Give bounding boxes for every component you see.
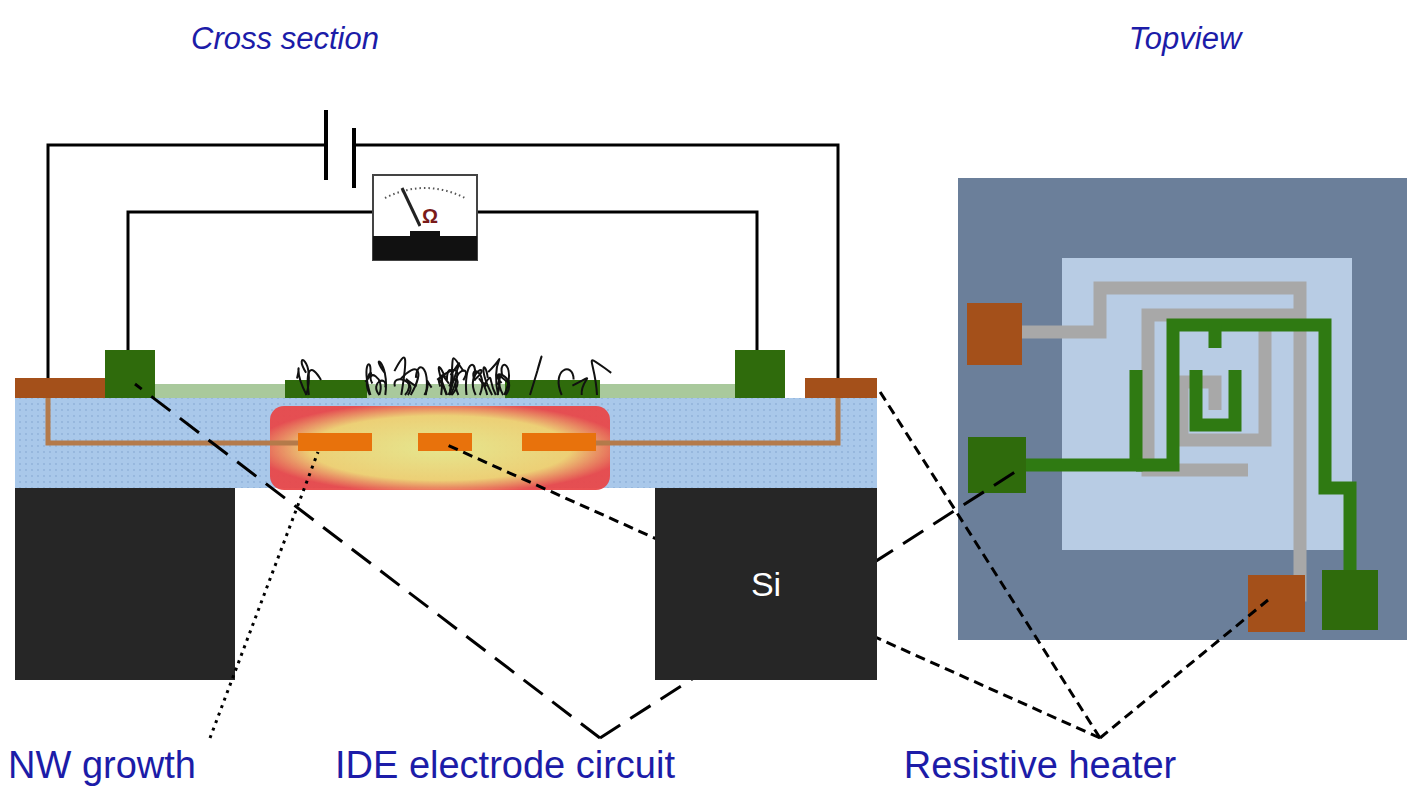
nanowire: [497, 375, 509, 395]
nanowire: [592, 360, 611, 395]
battery-wire: [48, 110, 838, 380]
nanowire: [297, 368, 307, 395]
heater-glow: [270, 406, 610, 490]
heater-pad: [967, 303, 1022, 365]
electrode-pad: [735, 350, 785, 398]
nanowire: [308, 370, 321, 395]
silicon-block: [15, 488, 235, 680]
nanowire: [473, 370, 482, 395]
chip-topview: [958, 178, 1407, 640]
silicon-block: Si: [655, 488, 877, 680]
heater-pad: [1248, 575, 1305, 632]
nanowires: [297, 357, 611, 395]
nanowire: [559, 369, 574, 395]
leader-line: [135, 384, 1268, 738]
ohm-symbol: Ω: [421, 205, 439, 227]
nanowire: [437, 370, 457, 395]
part-label: NW growth: [8, 745, 196, 787]
nanowire: [497, 374, 509, 395]
nanowire: [395, 379, 411, 395]
part-label: IDE electrode circuit: [335, 745, 675, 787]
heater-pad: [805, 378, 877, 398]
nanowire: [376, 381, 385, 395]
heater-track: [1022, 288, 1300, 595]
nanowire: [488, 359, 499, 395]
nanowire: [424, 381, 431, 395]
heater-pad: [15, 378, 105, 398]
panel-heading: Topview: [1129, 22, 1242, 56]
ohmmeter-symbol: [373, 175, 477, 260]
nanowire: [400, 369, 418, 395]
heater-element: [298, 433, 596, 451]
electrode-finger: [285, 380, 367, 398]
panel-heading: Cross section: [191, 22, 379, 56]
nanowire: [439, 380, 447, 395]
nanowire: [530, 357, 542, 395]
electrode-track: [1026, 325, 1350, 575]
nanowire: [473, 371, 482, 395]
electrode-pad: [105, 350, 155, 398]
electrode-pad: [1322, 570, 1378, 630]
part-label: Resistive heater: [904, 745, 1176, 787]
nanowire: [449, 363, 459, 395]
nanowire: [572, 378, 587, 395]
node-text: Si: [751, 565, 781, 604]
